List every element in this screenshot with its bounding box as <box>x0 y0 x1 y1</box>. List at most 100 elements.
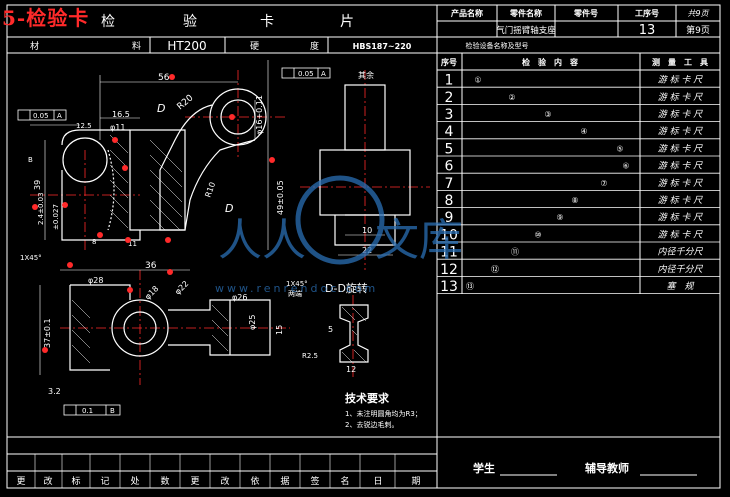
dim-extra-b: B <box>28 156 33 164</box>
table-row-no: 7 <box>445 176 454 192</box>
table-row-no: 12 <box>440 262 458 278</box>
watermark-text-1: 人人 <box>218 215 306 266</box>
footer-label: 期 <box>411 476 420 487</box>
dim-phi28: φ28 <box>88 276 103 285</box>
part-name-label: 零件名称 <box>509 8 542 18</box>
footer-label: 改 <box>43 475 52 487</box>
material-label-2: 料 <box>132 40 141 52</box>
section-mark-d2: D <box>225 202 233 215</box>
dim-chamfer-1: 1X45° <box>20 254 42 262</box>
footer-label: 依 <box>250 475 259 487</box>
table-row-tool: 内径千分尺 <box>657 264 703 275</box>
teacher-label: 辅导教师 <box>585 461 629 475</box>
dim-11: 11 <box>128 240 137 248</box>
dim-both-ends: 两端 <box>288 289 302 298</box>
table-row-no: 8 <box>445 193 454 209</box>
table-row-tool: 游 标 卡 尺 <box>658 109 704 120</box>
footer-label: 日 <box>373 476 382 487</box>
dim-16-5: 16.5 <box>112 110 130 119</box>
table-row-no: 2 <box>445 90 454 106</box>
table-header: 序号 <box>441 57 457 67</box>
table-row-tool: 游 标 卡 尺 <box>658 229 704 240</box>
sheet-total: 共9页 <box>687 9 710 18</box>
dim-2-4: 2.4±0.03 <box>37 192 45 225</box>
table-row-tool: 游 标 卡 尺 <box>658 75 704 86</box>
table-row-mark: ⑨ <box>556 213 563 222</box>
footer-label: 处 <box>130 475 139 487</box>
footer-label: 更 <box>190 476 199 487</box>
table-row-tool: 游 标 卡 尺 <box>658 126 704 137</box>
table-row-tool: 游 标 卡 尺 <box>658 212 704 223</box>
table-row-no: 1 <box>445 73 454 89</box>
dim-12: 12 <box>346 365 356 374</box>
dim-3-2: 3.2 <box>48 387 61 396</box>
section-mark-d: D <box>157 102 165 115</box>
title-char-1: 检 <box>101 14 115 30</box>
dim-49: 49±0.05 <box>276 180 285 215</box>
dim-phi11: φ11 <box>110 123 125 132</box>
watermark-url: www.renrendoc.com <box>215 282 378 295</box>
section-dd <box>339 304 369 363</box>
dim-chamfer-2: 1X45° <box>286 280 308 288</box>
tech-item-2: 2、去锐边毛刺。 <box>345 420 398 429</box>
table-row-tool: 内径千分尺 <box>657 247 703 258</box>
dim-12-5: 12.5 <box>76 122 92 130</box>
material-value: HT200 <box>167 39 206 53</box>
title-char-2: 验 <box>183 14 197 30</box>
table-row-no: 6 <box>445 159 454 175</box>
dim-15: 15 <box>275 325 284 335</box>
step-no-label: 工序号 <box>635 8 659 18</box>
dim-0027: ±0.027 <box>52 204 60 230</box>
outer-frame <box>6 4 721 489</box>
dim-56: 56 <box>158 73 170 83</box>
table-row-tool: 游 标 卡 尺 <box>658 178 704 189</box>
table-row-tool: 游 标 卡 尺 <box>658 195 704 206</box>
table-row-mark: ⑧ <box>571 196 578 205</box>
footer-label: 签 <box>310 475 319 487</box>
footer-label: 标 <box>71 475 80 487</box>
table-row-no: 13 <box>440 279 458 295</box>
table-row-no: 3 <box>445 107 454 123</box>
footer-label: 记 <box>100 476 109 487</box>
table-row-mark: ⑬ <box>466 282 474 291</box>
check-mark-1 <box>169 74 175 80</box>
table-row-mark: ⑫ <box>491 265 499 274</box>
page-no: 第9页 <box>686 24 710 36</box>
product-name-label: 产品名称 <box>451 8 483 18</box>
table-row-mark: ⑩ <box>534 230 541 239</box>
tolerance-frame-1 <box>17 67 331 416</box>
equipment-label: 检验设备名称及型号 <box>466 41 529 50</box>
footer-label: 据 <box>280 475 289 487</box>
table-row-no: 11 <box>440 245 458 261</box>
table-row-mark: ④ <box>580 127 587 136</box>
footer-grid: 更改标记处数更改依据签名日期 <box>16 454 421 488</box>
table-row-no: 10 <box>440 227 458 243</box>
tech-item-1: 1、未注明圆角均为R3； <box>345 409 422 418</box>
title-char-3: 卡 <box>260 14 274 30</box>
section-hatching <box>341 306 367 363</box>
dim-37: 37±0.1 <box>43 318 52 348</box>
watermark-text-2: 文库 <box>375 215 463 266</box>
bottom-hatching <box>71 299 229 364</box>
datum-b2: B <box>110 407 115 415</box>
step-no-value: 13 <box>639 23 656 38</box>
dim-r2-5: R2.5 <box>302 352 318 360</box>
table-row-no: 9 <box>445 210 454 226</box>
part-no-label: 零件号 <box>573 8 598 18</box>
watermark: 人人 文库 www.renrendoc.com <box>215 175 463 295</box>
datum-a2: A <box>57 112 62 120</box>
part-name-value: 气门摇臂轴支座 <box>496 25 556 36</box>
table-row-tool: 塞 规 <box>666 281 694 292</box>
table-row-no: 4 <box>445 124 454 140</box>
dim-36: 36 <box>145 261 157 271</box>
table-row-tool: 游 标 卡 尺 <box>658 143 704 154</box>
dim-phi16: φ16+0.11 <box>255 95 264 135</box>
dim-phi25: φ25 <box>248 315 257 330</box>
table-row-mark: ① <box>474 76 481 85</box>
bottom-view <box>69 284 271 371</box>
tech-title: 技术要求 <box>345 391 390 405</box>
dim-10: 10 <box>362 226 372 235</box>
